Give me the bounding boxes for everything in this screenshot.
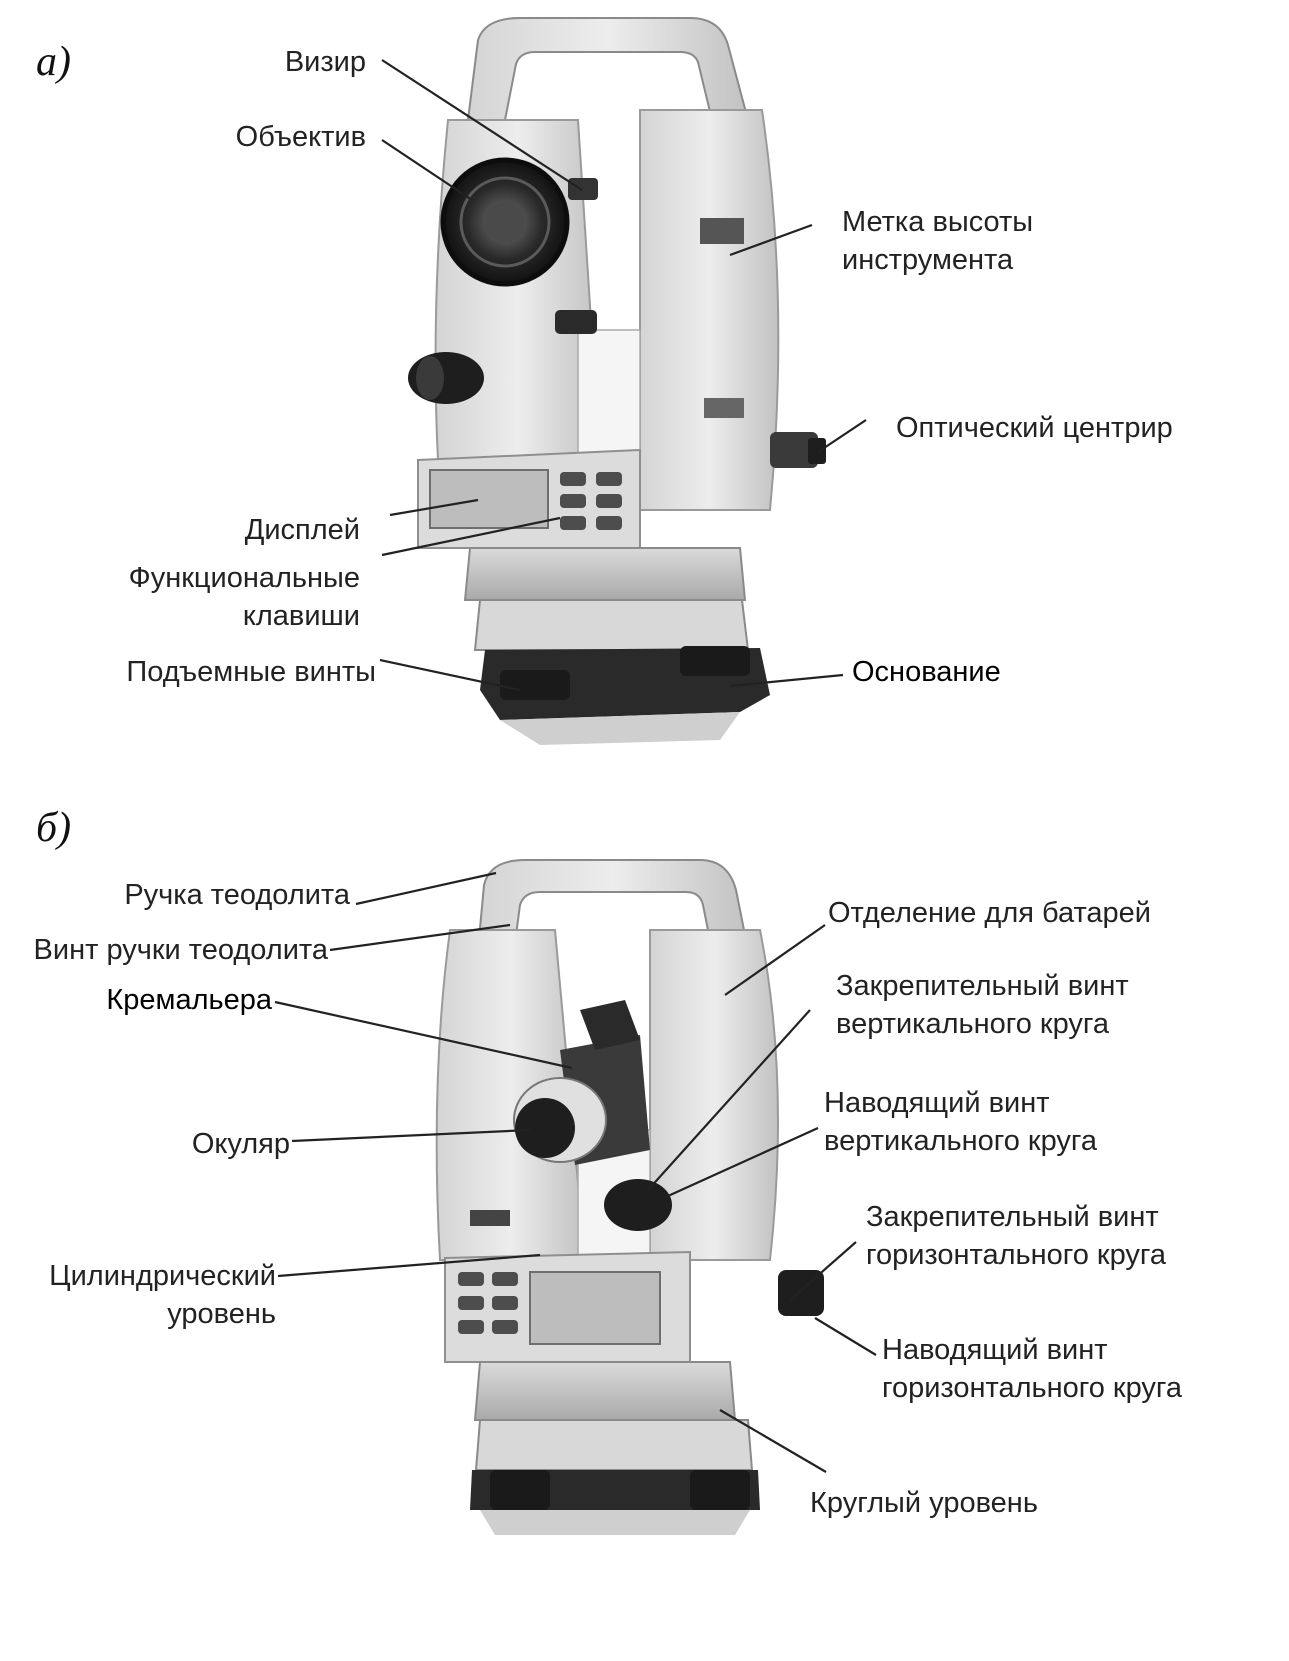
label-zakr-vert-line2: вертикального круга <box>836 1008 1109 1040</box>
label-metka-line2: инструмента <box>842 244 1014 276</box>
theodolite-back-view <box>435 859 824 1535</box>
label-metka-line1: Метка высоты <box>842 206 1034 238</box>
label-nav-vert-line2: вертикального круга <box>824 1125 1097 1157</box>
label-vizir: Визир <box>284 46 366 78</box>
label-zakr-gor-line1: Закрепительный винт <box>866 1201 1159 1233</box>
label-obektiv: Объектив <box>235 121 366 153</box>
panel-a-tag: а) <box>36 39 71 85</box>
label-zakr-vert-line1: Закрепительный винт <box>836 970 1129 1002</box>
label-osnovanie: Основание <box>852 656 1001 688</box>
label-vint-ruchki: Винт ручки теодолита <box>33 934 328 966</box>
label-func-line2: клавиши <box>242 600 360 632</box>
label-nav-gor-line1: Наводящий винт <box>882 1334 1108 1366</box>
label-nav-gor-line2: горизонтального круга <box>882 1372 1182 1404</box>
label-cil-line2: уровень <box>167 1298 276 1330</box>
label-krugly: Круглый уровень <box>810 1487 1038 1519</box>
label-kremaliera: Кремальера <box>106 984 272 1016</box>
label-ruchka: Ручка теодолита <box>124 879 350 911</box>
label-display: Дисплей <box>244 514 360 546</box>
label-podem-vinty: Подъемные винты <box>126 656 376 688</box>
label-func-line1: Функциональные <box>128 562 360 594</box>
theodolite-front-view <box>408 17 826 745</box>
label-okular: Окуляр <box>191 1128 290 1160</box>
panel-b-tag: б) <box>36 805 72 851</box>
label-batarei: Отделение для батарей <box>828 897 1151 929</box>
label-nav-vert-line1: Наводящий винт <box>824 1087 1050 1119</box>
label-opt-centrir: Оптический центрир <box>896 412 1173 444</box>
leader-lines <box>274 59 877 1473</box>
label-cil-line1: Цилиндрический <box>49 1260 276 1292</box>
label-zakr-gor-line2: горизонтального круга <box>866 1239 1166 1271</box>
